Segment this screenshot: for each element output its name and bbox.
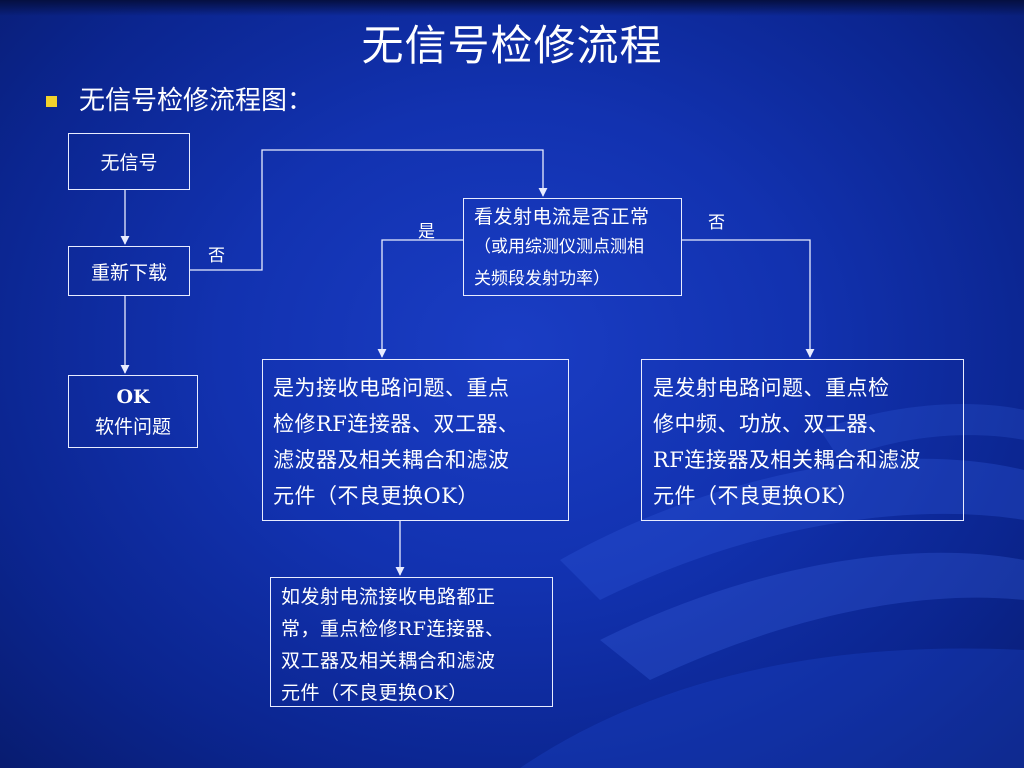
- node-both-line: 双工器及相关耦合和滤波: [281, 650, 496, 672]
- node-transmit-line: 元件（不良更换OK）: [653, 484, 859, 508]
- edge-check-receive: [377, 239, 463, 358]
- node-receive-line: 元件（不良更换OK）: [273, 484, 479, 508]
- node-no-signal: 无信号: [68, 133, 190, 190]
- slide-title: 无信号检修流程: [361, 21, 663, 70]
- node-transmit-line: 是发射电路问题、重点检: [653, 376, 890, 400]
- node-receive-line: 滤波器及相关耦合和滤波: [273, 448, 510, 472]
- top-band: [0, 0, 1024, 16]
- node-transmit-issue: 是发射电路问题、重点检 修中频、功放、双工器、 RF连接器及相关耦合和滤波 元件…: [641, 359, 964, 521]
- node-software-issue-label: 软件问题: [94, 415, 171, 438]
- edge-label-no: 否: [708, 213, 725, 233]
- node-both-normal: 如发射电流接收电路都正 常，重点检修RF连接器、 双工器及相关耦合和滤波 元件（…: [270, 577, 553, 707]
- edge-label-yes: 是: [418, 222, 435, 242]
- bullet-text: 无信号检修流程图：: [79, 86, 314, 116]
- node-check-current: 看发射电流是否正常 （或用综测仪测点测相 关频段发射功率）: [463, 198, 682, 296]
- node-redownload: 重新下载: [68, 246, 190, 296]
- node-both-line: 元件（不良更换OK）: [281, 682, 468, 704]
- bullet-square-icon: [46, 95, 57, 107]
- node-transmit-line: RF连接器及相关耦合和滤波: [653, 448, 921, 472]
- edge-label-no: 否: [208, 246, 225, 266]
- node-receive-line: 是为接收电路问题、重点: [273, 376, 510, 400]
- edge-redownload-check: [190, 149, 548, 271]
- node-check-line-1: 看发射电流是否正常: [474, 206, 650, 228]
- node-receive-issue: 是为接收电路问题、重点 检修RF连接器、双工器、 滤波器及相关耦合和滤波 元件（…: [262, 359, 569, 521]
- node-check-line-3: 关频段发射功率）: [474, 269, 610, 289]
- node-ok-software-issue: OK 软件问题: [68, 375, 198, 448]
- node-both-line: 如发射电流接收电路都正: [281, 586, 496, 608]
- node-transmit-line: 修中频、功放、双工器、: [653, 412, 890, 436]
- node-receive-line: 检修RF连接器、双工器、: [273, 412, 520, 436]
- bullet-row: 无信号检修流程图：: [46, 84, 313, 118]
- node-check-line-2: （或用综测仪测点测相: [474, 237, 644, 257]
- node-ok-label: OK: [116, 385, 150, 408]
- node-both-line: 常，重点检修RF连接器、: [281, 618, 505, 640]
- edge-check-transmit: [682, 239, 815, 358]
